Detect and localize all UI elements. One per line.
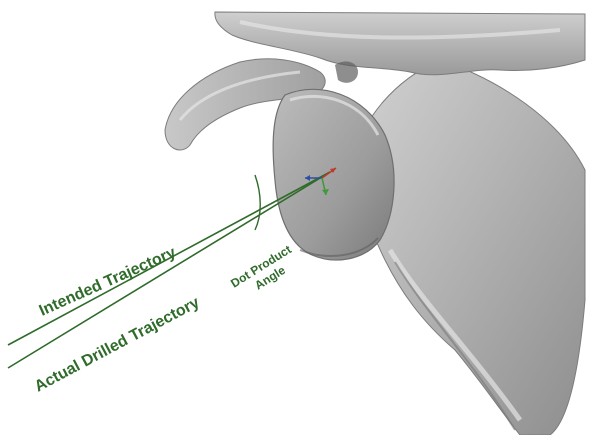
angle-arc (255, 175, 260, 230)
intended-trajectory-label: Intended Trajectory (37, 244, 179, 320)
suprascapular-notch (335, 61, 358, 82)
scapula-body (355, 60, 585, 435)
